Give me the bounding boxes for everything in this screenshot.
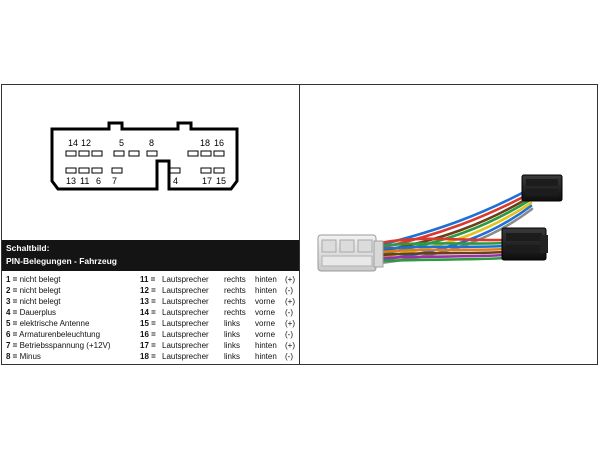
pin-row: 6 = Armaturenbeleuchtung [6,330,101,339]
caption-subtitle: PIN-Belegungen - Fahrzeug [6,256,117,266]
pin-row: 5 = elektrische Antenne [6,319,90,328]
pin-slot [65,150,77,157]
pin-pol: (+) [285,297,295,306]
pin-pos: vorne [255,308,276,317]
black-connector-upper [521,174,563,202]
pin-type: Lautsprecher [162,297,209,306]
pin-row: 16 = [140,330,156,339]
pin-pol: (+) [285,319,295,328]
pin-side: rechts [224,286,246,295]
pin-slot [200,167,212,174]
pin-pos: hinten [255,341,277,350]
pin-row: 15 = [140,319,156,328]
pin-slot [111,167,123,174]
pin-side: links [224,341,241,350]
pin-label: 18 [200,138,210,148]
panel-divider [299,85,300,364]
pin-slot [146,150,158,157]
pin-row: 7 = Betriebsspannung (+12V) [6,341,111,350]
pin-slot [187,150,199,157]
pin-type: Lautsprecher [162,319,209,328]
pin-row: 12 = [140,286,156,295]
pin-pos: hinten [255,286,277,295]
pin-pol: (-) [285,286,293,295]
pin-label: 5 [119,138,124,148]
pin-label: 13 [66,176,76,186]
pin-pos: vorne [255,297,276,306]
pin-label: 12 [81,138,91,148]
pin-label: 14 [68,138,78,148]
pin-slot [78,167,90,174]
pin-type: Lautsprecher [162,330,209,339]
pin-side: rechts [224,308,246,317]
pin-label: 8 [149,138,154,148]
pin-pos: vorne [255,330,276,339]
pin-label: 4 [173,176,178,186]
pin-slot [213,150,225,157]
pin-slot [128,150,140,157]
caption-bar: Schaltbild: PIN-Belegungen - Fahrzeug [2,240,299,271]
pin-label: 7 [112,176,117,186]
pin-pol: (-) [285,352,293,361]
caption-title: Schaltbild: [6,243,50,253]
pin-pol: (-) [285,330,293,339]
schematic-panel: 14 12 5 8 18 16 13 11 6 7 4 17 15 Schalt… [2,85,299,364]
pin-slot [78,150,90,157]
pin-type: Lautsprecher [162,352,209,361]
pin-label: 17 [202,176,212,186]
pin-type: Lautsprecher [162,308,209,317]
pin-pol: (+) [285,341,295,350]
product-frame: 14 12 5 8 18 16 13 11 6 7 4 17 15 Schalt… [1,84,598,365]
pin-type: Lautsprecher [162,275,209,284]
pin-pos: vorne [255,319,276,328]
pin-label: 15 [216,176,226,186]
wire-bundle [378,188,534,265]
pin-type: Lautsprecher [162,341,209,350]
pin-row: 14 = [140,308,156,317]
pin-side: links [224,330,241,339]
pin-side: rechts [224,275,246,284]
pin-slot [169,167,181,174]
pin-pol: (+) [285,275,295,284]
pin-row: 17 = [140,341,156,350]
pin-label: 11 [80,176,89,186]
pin-pos: hinten [255,352,277,361]
pin-side: links [224,319,241,328]
pin-slot [200,150,212,157]
black-connector-lower [501,227,548,261]
pin-side: links [224,352,241,361]
pin-row: 4 = Dauerplus [6,308,57,317]
pin-row: 8 = Minus [6,352,41,361]
white-connector [317,234,384,272]
pin-slot [213,167,225,174]
pin-row: 13 = [140,297,156,306]
cable-harness-image [317,174,563,272]
pin-pos: hinten [255,275,277,284]
pin-row: 11 = [140,275,156,284]
pin-label: 6 [96,176,101,186]
pin-pol: (-) [285,308,293,317]
pin-row: 2 = nicht belegt [6,286,61,295]
pin-side: rechts [224,297,246,306]
pin-label: 16 [214,138,224,148]
pin-row: 3 = nicht belegt [6,297,61,306]
pin-row: 18 = [140,352,156,361]
pin-type: Lautsprecher [162,286,209,295]
connector-diagram: 14 12 5 8 18 16 13 11 6 7 4 17 15 [50,121,239,191]
connector-housing [50,121,239,191]
pin-slot [113,150,125,157]
pin-slot [91,167,103,174]
product-photo-panel [300,85,597,364]
pin-slot [91,150,103,157]
pin-slot [65,167,77,174]
pin-row: 1 = nicht belegt [6,275,61,284]
